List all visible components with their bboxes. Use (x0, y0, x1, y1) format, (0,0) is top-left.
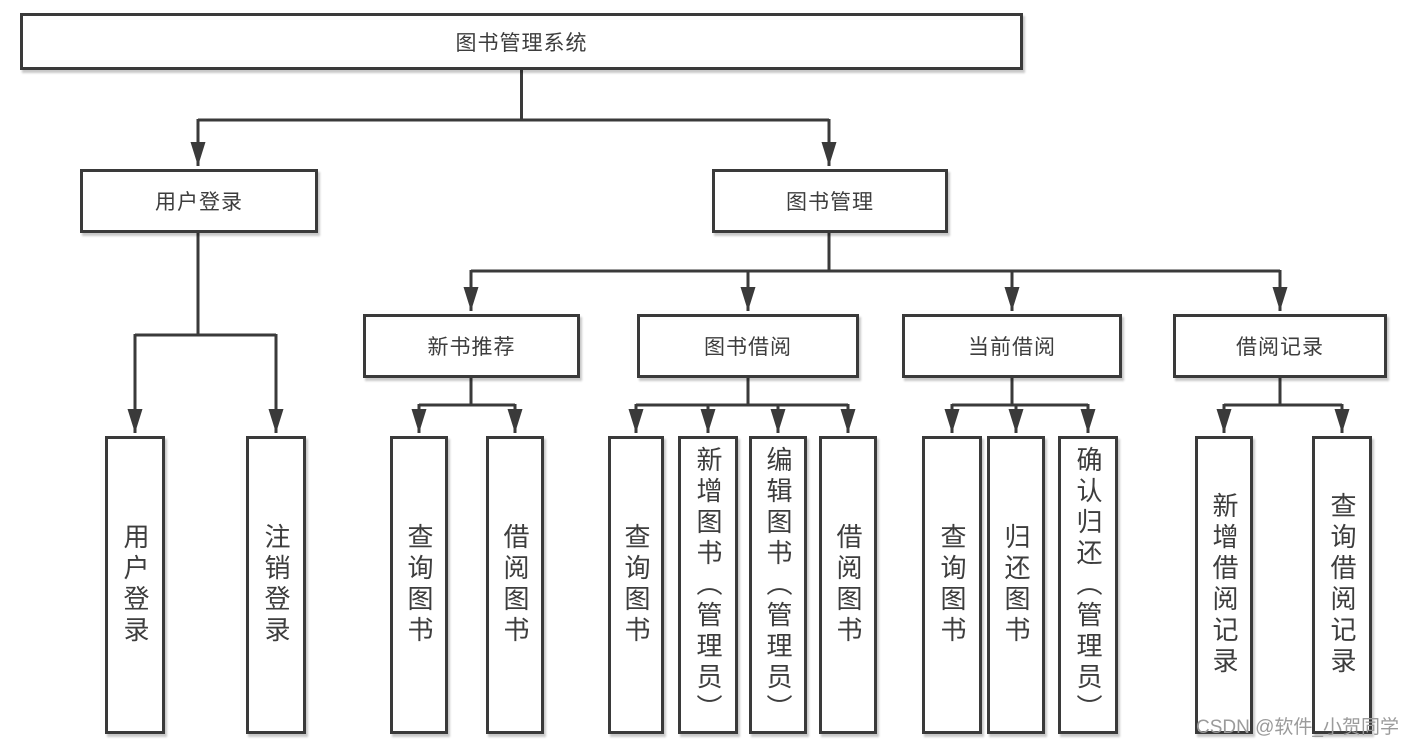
leaf-query-books-current: 查询图书 (922, 436, 982, 734)
node-label: 图书管理系统 (455, 31, 588, 55)
csdn-watermark: CSDN @软件_小贺同学 (1196, 717, 1399, 738)
node-label: 新增借阅记录 (1209, 492, 1239, 678)
leaf-confirm-return-admin: 确认归还（管理员） (1058, 436, 1118, 734)
leaf-query-borrow-record: 查询借阅记录 (1312, 436, 1372, 734)
node-label: 确认归还（管理员） (1073, 445, 1103, 725)
leaf-add-books-admin: 新增图书（管理员） (678, 436, 738, 734)
leaf-query-books-borrow: 查询图书 (608, 436, 664, 734)
node-label: 用户登录 (120, 523, 150, 647)
node-label: 编辑图书（管理员） (763, 445, 793, 725)
leaf-borrow-books-recommend: 借阅图书 (486, 436, 544, 734)
node-label: 借阅图书 (500, 523, 530, 647)
node-label: 归还图书 (1001, 523, 1031, 647)
leaf-logout: 注销登录 (246, 436, 306, 734)
node-new-book-recommend: 新书推荐 (363, 314, 580, 378)
leaf-return-books: 归还图书 (987, 436, 1045, 734)
node-label: 查询图书 (621, 523, 651, 647)
node-label: 借阅记录 (1236, 336, 1324, 359)
node-current-borrow: 当前借阅 (902, 314, 1122, 378)
leaf-edit-books-admin: 编辑图书（管理员） (749, 436, 807, 734)
node-library-system: 图书管理系统 (20, 13, 1023, 70)
node-borrow-records: 借阅记录 (1173, 314, 1387, 378)
node-label: 借阅图书 (833, 523, 863, 647)
node-label: 注销登录 (261, 523, 291, 647)
node-label: 用户登录 (155, 191, 243, 214)
node-label: 查询借阅记录 (1327, 492, 1357, 678)
node-label: 图书借阅 (704, 336, 792, 359)
node-label: 当前借阅 (968, 336, 1056, 359)
node-label: 新书推荐 (427, 336, 516, 359)
node-label: 查询图书 (937, 523, 967, 647)
leaf-borrow-books: 借阅图书 (819, 436, 877, 734)
leaf-add-borrow-record: 新增借阅记录 (1195, 436, 1253, 734)
node-user-login: 用户登录 (80, 169, 318, 233)
node-book-borrow: 图书借阅 (637, 314, 859, 378)
node-book-management: 图书管理 (712, 169, 948, 233)
node-label: 图书管理 (786, 191, 874, 214)
leaf-user-login: 用户登录 (105, 436, 165, 734)
node-label: 查询图书 (404, 523, 434, 647)
leaf-query-books-recommend: 查询图书 (390, 436, 448, 734)
node-label: 新增图书（管理员） (693, 445, 723, 725)
